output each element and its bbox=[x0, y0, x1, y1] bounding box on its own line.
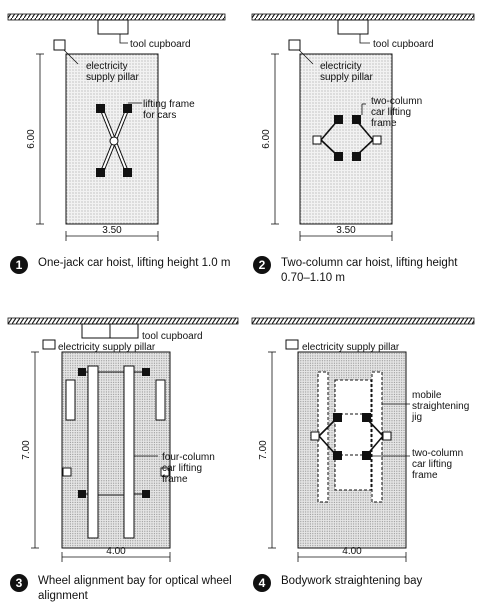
panel-3-plan: tool cupboard electricity supply pillar … bbox=[7, 317, 239, 562]
lifting-label-line3: frame bbox=[371, 118, 397, 129]
height-dim: 6.00 bbox=[261, 129, 272, 149]
electricity-pillar bbox=[285, 339, 299, 350]
lifting-label-line1: four-column bbox=[162, 452, 215, 463]
height-dim: 6.00 bbox=[26, 129, 37, 149]
jig-label-line3: jig bbox=[411, 412, 422, 423]
panel-3-number-badge: 3 bbox=[10, 574, 28, 592]
lifting-label-line2: car lifting bbox=[371, 107, 411, 118]
panel-2-number-badge: 2 bbox=[253, 256, 271, 274]
lifting-label-line1: two-column bbox=[371, 96, 422, 107]
wall-hatch bbox=[251, 317, 475, 325]
tool-cupboard-label: tool cupboard bbox=[373, 39, 434, 50]
lifting-label-line2: car lifting bbox=[412, 459, 452, 470]
lifting-label-line3: frame bbox=[412, 470, 438, 481]
bay-floor bbox=[61, 351, 171, 549]
width-dim: 3.50 bbox=[336, 225, 356, 236]
tool-cupboard-box bbox=[97, 19, 129, 35]
jig-label-line2: straightening bbox=[412, 401, 469, 412]
electricity-pillar bbox=[42, 339, 56, 350]
electricity-label-line1: electricity bbox=[86, 61, 128, 72]
width-dim: 3.50 bbox=[102, 225, 122, 236]
panel-1-plan: tool cupboard electricity supply pillar … bbox=[7, 13, 226, 241]
electricity-pillar bbox=[288, 39, 301, 51]
wall-hatch bbox=[251, 13, 475, 21]
electricity-label-line2: supply pillar bbox=[86, 72, 139, 83]
tool-cupboard-label: tool cupboard bbox=[130, 39, 191, 50]
height-dim: 7.00 bbox=[258, 440, 269, 460]
panel-1-caption: One-jack car hoist, lifting height 1.0 m bbox=[38, 257, 231, 269]
wall-hatch bbox=[7, 13, 226, 21]
lifting-label-line1: lifting frame bbox=[143, 99, 195, 110]
jack-center bbox=[109, 136, 119, 146]
lifting-label-line1: two-column bbox=[412, 448, 463, 459]
lifting-label-line3: frame bbox=[162, 474, 188, 485]
panel-4-plan: electricity supply pillar mobile straigh… bbox=[251, 317, 475, 562]
jig-label-line1: mobile bbox=[412, 390, 442, 401]
height-dim: 7.00 bbox=[21, 440, 32, 460]
tool-cupboard-box bbox=[337, 19, 369, 35]
wall-hatch bbox=[7, 317, 239, 325]
runway-right bbox=[123, 365, 135, 539]
panel-1-number-badge: 1 bbox=[10, 256, 28, 274]
electricity-label-line1: electricity bbox=[320, 61, 362, 72]
width-dim: 4.00 bbox=[342, 546, 362, 557]
tool-cupboard-label: tool cupboard bbox=[142, 331, 203, 342]
electricity-label-line2: supply pillar bbox=[320, 72, 373, 83]
runway-left bbox=[87, 365, 99, 539]
panel-2-caption: Two-column car hoist, lifting height 0.7… bbox=[281, 257, 458, 284]
panel-4-caption: Bodywork straightening bay bbox=[281, 575, 423, 587]
width-dim: 4.00 bbox=[106, 546, 126, 557]
lifting-label-line2: for cars bbox=[143, 110, 176, 121]
electricity-label: electricity supply pillar bbox=[58, 342, 156, 353]
panel-2-plan: tool cupboard electricity supply pillar … bbox=[251, 13, 475, 241]
electricity-label: electricity supply pillar bbox=[302, 342, 400, 353]
panel-3-caption: Wheel alignment bay for optical wheel al… bbox=[38, 575, 232, 602]
panel-4-number-badge: 4 bbox=[253, 574, 271, 592]
lifting-label-line2: car lifting bbox=[162, 463, 202, 474]
electricity-pillar bbox=[53, 39, 66, 51]
